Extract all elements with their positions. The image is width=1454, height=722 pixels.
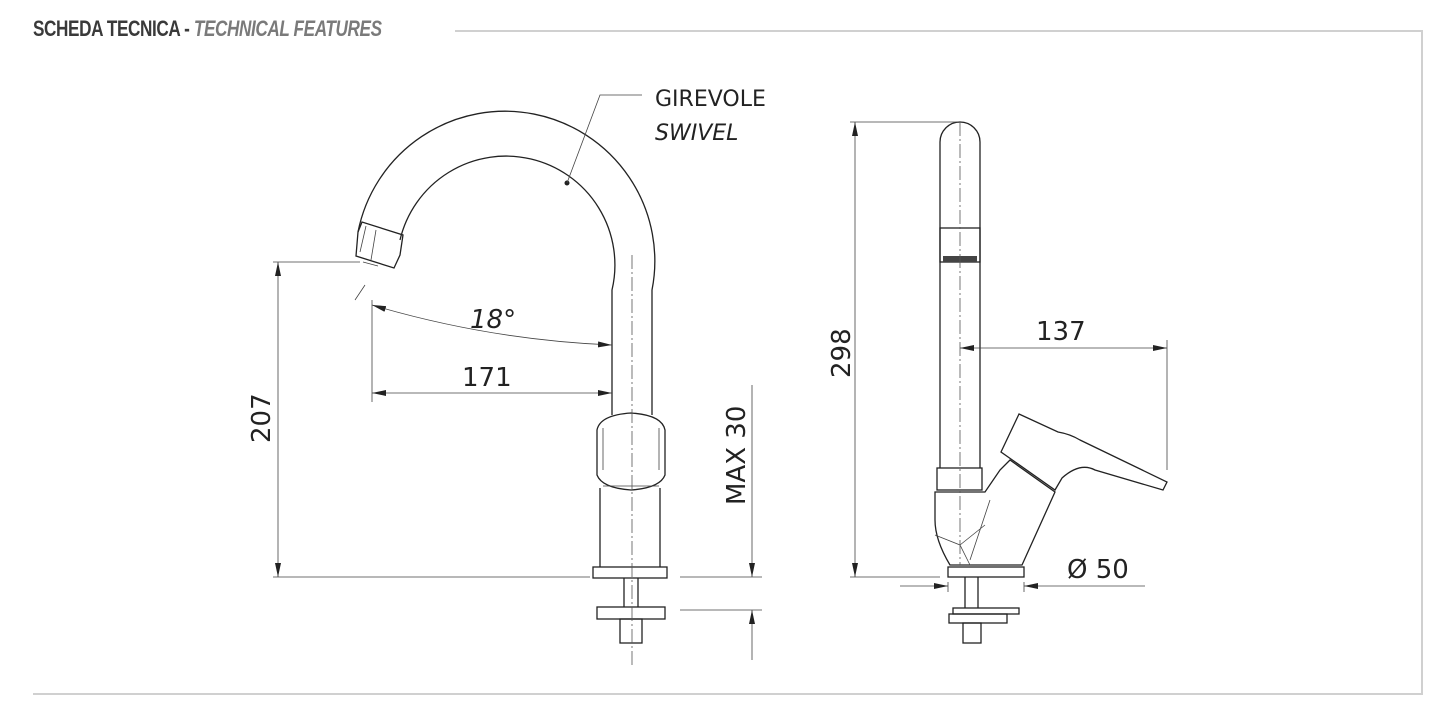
front-dimensions	[273, 94, 762, 660]
side-view-faucet	[934, 121, 1168, 644]
side-dimensions	[850, 121, 1168, 592]
dim-reach: 171	[462, 363, 512, 393]
dim-angle: 18°	[470, 305, 516, 335]
dim-lever-reach: 137	[1036, 317, 1086, 347]
callout-girevole: GIREVOLE	[655, 87, 766, 112]
dim-max-thickness: MAX 30	[722, 406, 752, 505]
title-italian: SCHEDA TECNICA -	[33, 16, 190, 41]
dim-side-height: 298	[827, 328, 857, 378]
dim-base-diameter: Ø 50	[1067, 555, 1129, 585]
title-english: TECHNICAL FEATURES	[193, 16, 382, 41]
section-title: SCHEDA TECNICA - TECHNICAL FEATURES	[33, 16, 382, 42]
callout-swivel: SWIVEL	[655, 121, 738, 146]
front-view-faucet	[355, 110, 668, 665]
dim-height: 207	[247, 393, 277, 443]
frame	[33, 30, 1423, 695]
